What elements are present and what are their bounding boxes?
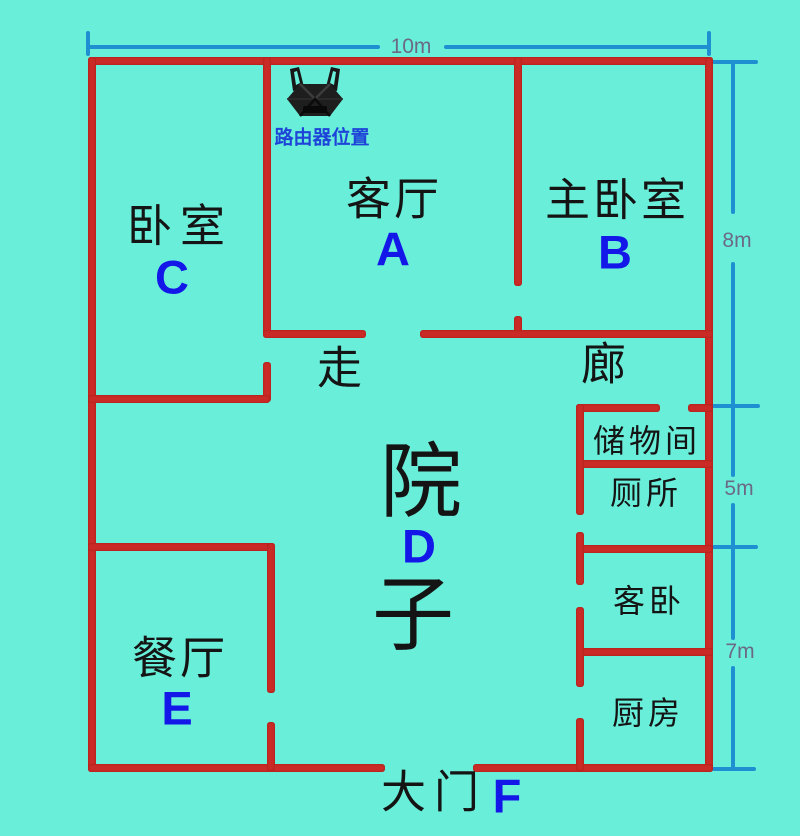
main-gate-label: 大门 [380,767,488,818]
wall-livingA-masterB-divider [514,57,522,286]
dim-tick-right-1 [712,60,758,64]
main-gate-letter: F [492,769,522,823]
wall-dining-top [88,543,275,551]
wall-bedroomC-livingA-divider [263,57,271,337]
wall-outer-left [88,57,96,772]
dimension-label-10m: 10m [390,35,432,58]
wall-column-left-1 [576,404,584,515]
router-icon [283,66,347,122]
living-room-label: 客厅 [345,174,443,225]
wall-storage-top-left [576,404,660,412]
master-bedroom-letter: B [598,225,632,279]
wall-guestroom-bottom [576,648,713,656]
toilet-label: 厕所 [609,475,683,511]
corridor-char-left: 走 [316,343,366,394]
wall-outer-bottom-right-of-gate [473,764,713,772]
router-location-label: 路由器位置 [274,127,370,149]
wall-toilet-bottom [576,545,713,553]
wall-outer-right [705,57,713,772]
storage-room-label: 储物间 [592,423,702,459]
wall-storage-top-right [688,404,713,412]
dim-line-right-segment-1 [731,62,735,214]
wall-dining-right-lower [267,722,275,771]
dim-tick-right-3 [712,545,758,549]
dim-line-right-segment-2 [731,262,735,477]
dining-room-letter: E [161,681,193,735]
courtyard-char-bottom: 子 [371,570,455,661]
dim-tick-right-2 [712,404,760,408]
dim-line-right-segment-3 [731,503,735,640]
wall-column-left-4 [576,718,584,771]
dim-line-top-right-segment [444,45,710,49]
kitchen-label: 厨房 [611,695,685,731]
wall-livingA-masterB-stub [514,316,522,337]
wall-outer-bottom-left-of-gate [88,764,385,772]
living-room-letter: A [376,222,410,276]
dim-tick-top-left [86,31,90,56]
wall-column-left-3 [576,607,584,687]
wall-bedroomC-bottom [88,395,270,403]
dim-line-right-segment-4 [731,666,735,769]
master-bedroom-label: 主卧室 [544,175,690,226]
dim-tick-right-4 [712,767,756,771]
wall-corridor-top-left [263,330,366,338]
dimension-label-7m: 7m [725,640,755,663]
bedroom-letter: C [155,250,189,304]
wall-corridor-top-right [420,330,713,338]
corridor-char-right: 廊 [580,339,630,390]
courtyard-letter: D [402,519,436,573]
dim-tick-top-right [707,31,711,56]
bedroom-label: 卧室 [126,201,234,252]
wall-storage-bottom [576,460,713,468]
dimension-label-5m: 5m [724,477,754,500]
dim-line-top-left-segment [88,45,380,49]
wall-dining-right-upper [267,543,275,693]
wall-outer-top [88,57,713,65]
dining-room-label: 餐厅 [131,633,229,684]
wall-bedroomC-door-stub [263,362,271,402]
wall-column-left-2 [576,532,584,585]
courtyard-char-top: 院 [379,437,463,528]
dimension-label-8m: 8m [722,229,752,252]
guest-bedroom-label: 客卧 [612,583,686,619]
